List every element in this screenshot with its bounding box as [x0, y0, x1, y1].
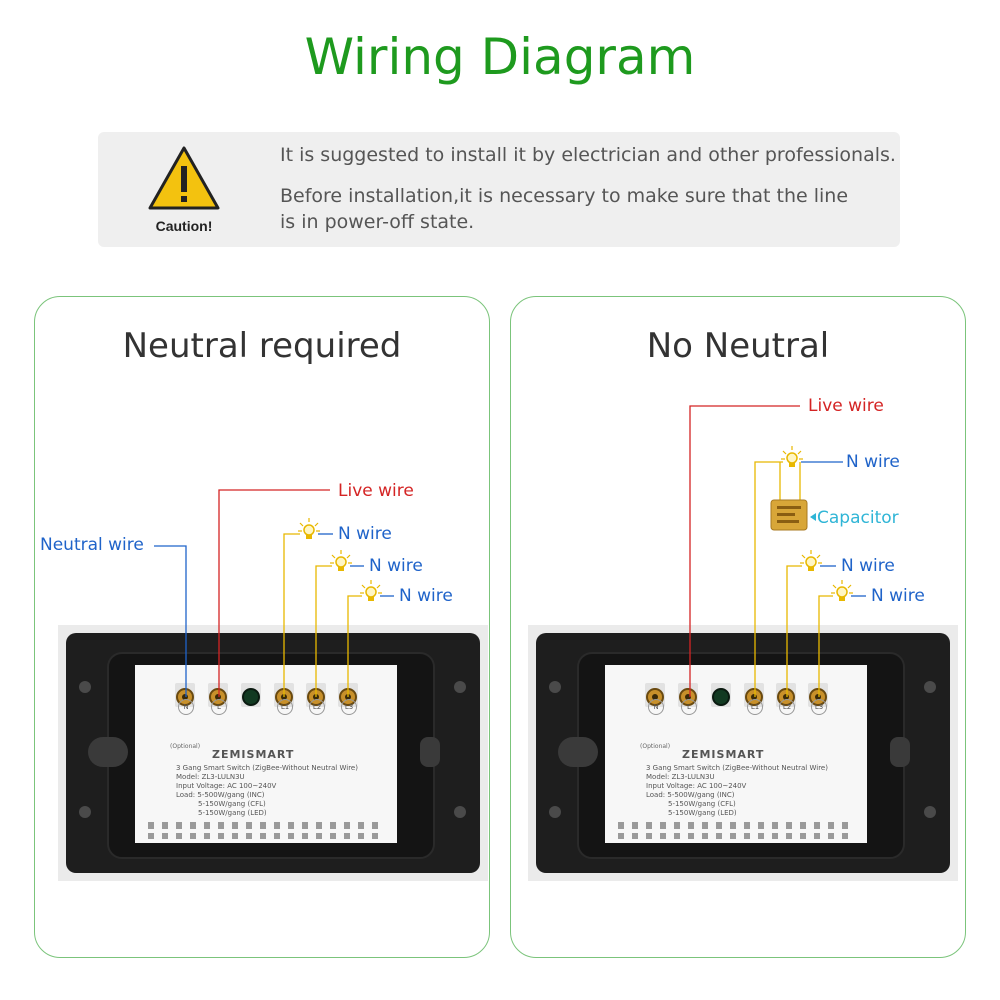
- left-live-wire-label: Live wire: [338, 481, 414, 501]
- switch-spec-5: 5-150W/gang (CFL): [198, 800, 266, 808]
- terminal-label-l: L: [681, 699, 697, 715]
- left-neutral-line: [154, 545, 187, 697]
- bulb-icon: [359, 579, 383, 602]
- terminal-label-n: N: [178, 699, 194, 715]
- terminal-label-l2: L2: [779, 699, 795, 715]
- right-live-wire-label: Live wire: [808, 396, 884, 416]
- right-n-wire-label-2: N wire: [871, 586, 925, 606]
- caution-label: Caution!: [155, 218, 213, 234]
- right-live-line: [689, 405, 800, 697]
- switch-spec-2: Model: ZL3-LULN3U: [646, 773, 715, 781]
- left-n-wire-label-2: N wire: [369, 556, 423, 576]
- switch-spec-4: Load: 5-500W/gang (INC): [176, 791, 265, 799]
- left-panel-title: Neutral required: [122, 326, 402, 366]
- left-n-wire-label-3: N wire: [399, 586, 453, 606]
- terminal-label-l1: L1: [747, 699, 763, 715]
- switch-brand: ZEMISMART: [212, 748, 295, 761]
- left-neutral-wire-label: Neutral wire: [40, 535, 144, 555]
- bulb-icon: [799, 549, 823, 572]
- left-live-line: [218, 489, 330, 697]
- terminal-label-l1: L1: [277, 699, 293, 715]
- bulb-icon: [297, 517, 321, 540]
- left-n2-line: [315, 565, 332, 697]
- right-n2-line: [818, 595, 833, 697]
- left-n1-line: [283, 533, 300, 697]
- caution-line-3: is in power-off state.: [280, 211, 475, 233]
- optional-label: (Optional): [170, 743, 201, 750]
- switch-spec-3: Input Voltage: AC 100~240V: [176, 782, 277, 790]
- caution-line-1: It is suggested to install it by electri…: [280, 144, 896, 166]
- terminal-label-l3: L3: [341, 699, 357, 715]
- capacitor-icon: [770, 462, 816, 531]
- switch-spec-4: Load: 5-500W/gang (INC): [646, 791, 735, 799]
- switch-spec-6: 5-150W/gang (LED): [198, 809, 267, 817]
- caution-line-2: Before installation,it is necessary to m…: [280, 185, 849, 207]
- switch-spec-3: Input Voltage: AC 100~240V: [646, 782, 747, 790]
- optional-label: (Optional): [640, 743, 671, 750]
- switch-spec-2: Model: ZL3-LULN3U: [176, 773, 245, 781]
- terminal-label-l2: L2: [309, 699, 325, 715]
- terminal-label-l: L: [211, 699, 227, 715]
- switch-spec-1: 3 Gang Smart Switch (ZigBee-Without Neut…: [646, 764, 828, 772]
- terminal-label-l3: L3: [811, 699, 827, 715]
- switch-spec-1: 3 Gang Smart Switch (ZigBee-Without Neut…: [176, 764, 358, 772]
- left-n-wire-label-1: N wire: [338, 524, 392, 544]
- right-n-wire-label-1: N wire: [841, 556, 895, 576]
- right-n-wire-label-cap: N wire: [846, 452, 900, 472]
- capacitor-label: Capacitor: [817, 508, 899, 528]
- left-n3-line: [347, 595, 362, 697]
- bulb-icon: [830, 579, 854, 602]
- right-n-cap-line: [754, 461, 783, 697]
- caution-box: Caution! It is suggested to install it b…: [98, 132, 900, 247]
- right-panel-title: No Neutral: [646, 326, 830, 366]
- page-title: Wiring Diagram: [304, 28, 696, 86]
- terminal-label-n: N: [648, 699, 664, 715]
- bulb-icon: [329, 549, 353, 572]
- right-n1-line: [786, 565, 802, 697]
- switch-spec-6: 5-150W/gang (LED): [668, 809, 737, 817]
- warning-icon: [148, 146, 220, 210]
- switch-brand: ZEMISMART: [682, 748, 765, 761]
- switch-spec-5: 5-150W/gang (CFL): [668, 800, 736, 808]
